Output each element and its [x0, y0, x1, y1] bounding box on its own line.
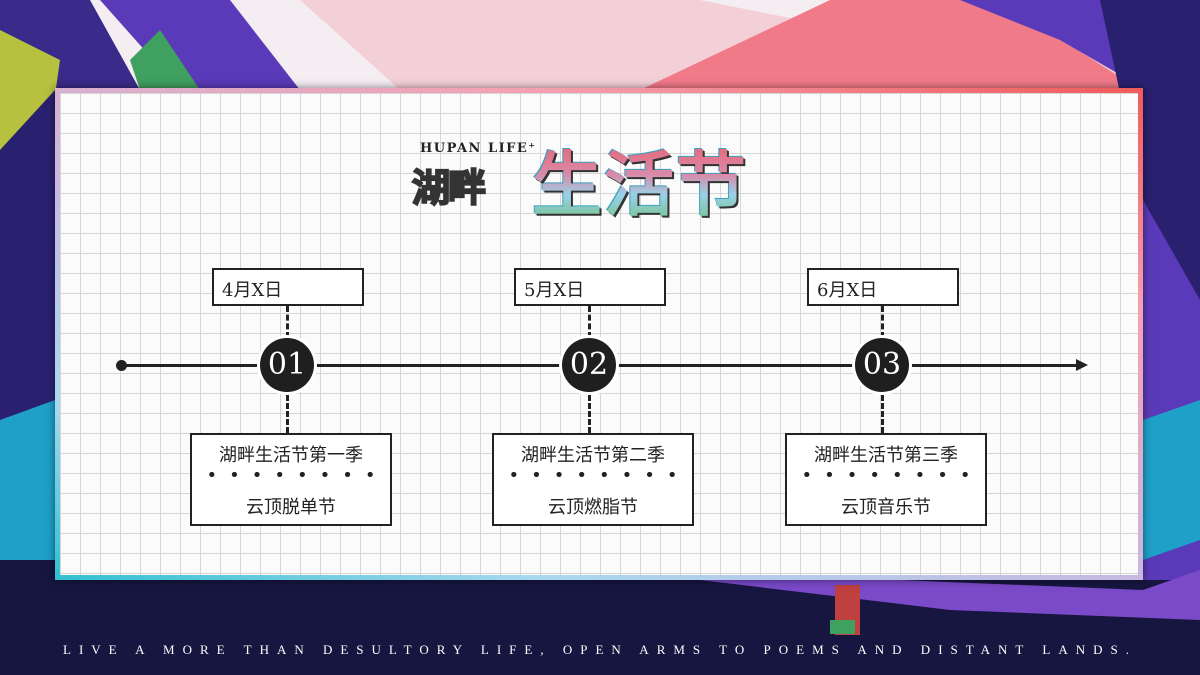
brand-english: HUPAN LIFE⁺: [420, 141, 537, 156]
dashed-connector: [881, 395, 884, 433]
milestone-date: 4月X日: [212, 268, 364, 306]
milestone-card: 湖畔生活节第一季 •••••••• 云顶脱单节: [190, 433, 392, 526]
milestone-title: 湖畔生活节第一季: [219, 445, 363, 466]
dot-divider: ••••••••: [508, 465, 690, 486]
dashed-connector: [881, 306, 884, 338]
dashed-connector: [588, 306, 591, 338]
milestone-title: 湖畔生活节第二季: [521, 445, 665, 466]
milestone-number: 01: [260, 338, 314, 392]
milestone-date: 5月X日: [514, 268, 666, 306]
brand-chinese-small: 湖畔: [411, 165, 487, 211]
dot-divider: ••••••••: [206, 465, 388, 486]
dot-divider: ••••••••: [801, 465, 983, 486]
brand-chinese-large: 生活节: [532, 129, 748, 230]
milestone-subtitle: 云顶音乐节: [841, 497, 931, 518]
milestone-number: 03: [855, 338, 909, 392]
dashed-connector: [286, 306, 289, 338]
dashed-connector: [588, 395, 591, 433]
milestone-title: 湖畔生活节第三季: [814, 445, 958, 466]
grid-paper: HUPAN LIFE⁺ 湖畔 生活节 4月X日 01 湖畔生活节第一季 ••••…: [60, 93, 1138, 575]
milestone-subtitle: 云顶燃脂节: [548, 497, 638, 518]
milestone-date: 6月X日: [807, 268, 959, 306]
dashed-connector: [286, 395, 289, 433]
timeline-arrow-icon: [1076, 359, 1088, 371]
milestone-number: 02: [562, 338, 616, 392]
milestone-subtitle: 云顶脱单节: [246, 497, 336, 518]
timeline-start-dot: [116, 360, 127, 371]
content-panel: HUPAN LIFE⁺ 湖畔 生活节 4月X日 01 湖畔生活节第一季 ••••…: [55, 88, 1143, 580]
milestone-card: 湖畔生活节第二季 •••••••• 云顶燃脂节: [492, 433, 694, 526]
tagline: LIVE A MORE THAN DESULTORY LIFE, OPEN AR…: [63, 642, 1137, 657]
milestone-card: 湖畔生活节第三季 •••••••• 云顶音乐节: [785, 433, 987, 526]
